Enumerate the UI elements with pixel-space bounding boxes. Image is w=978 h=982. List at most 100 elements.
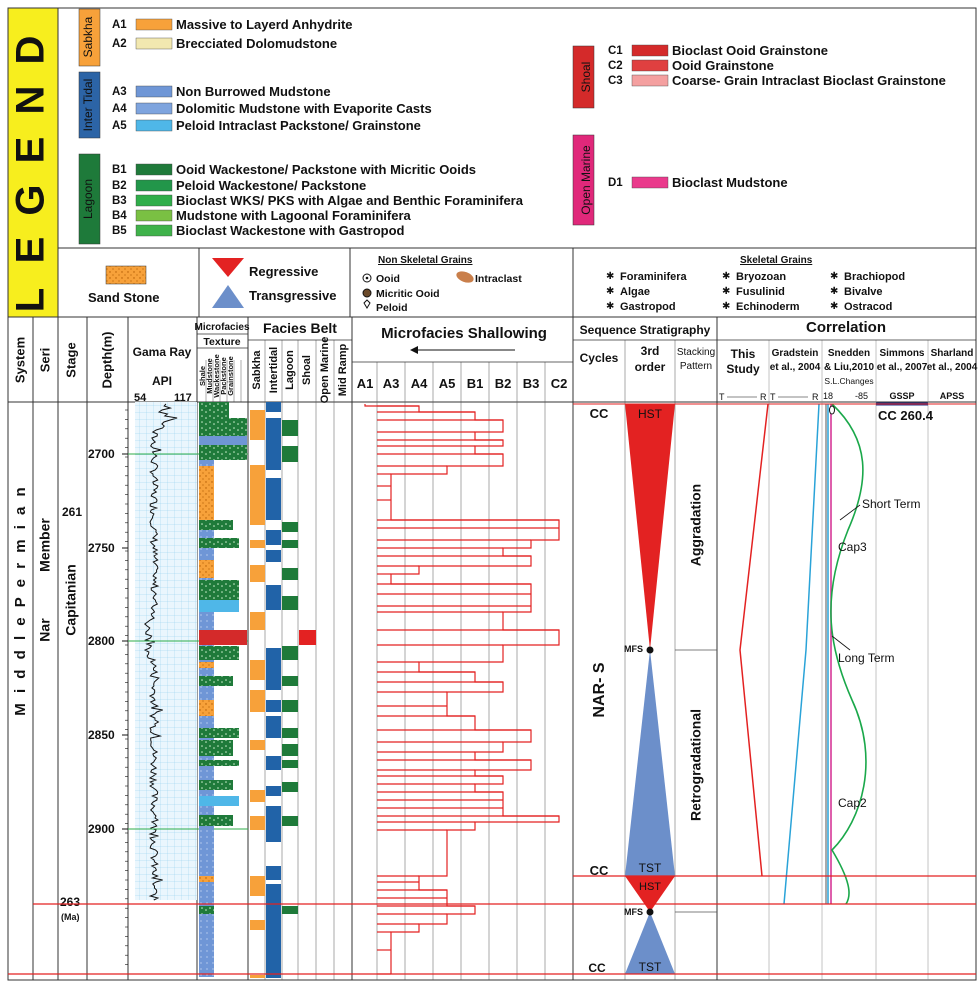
stacking-header: Stacking: [677, 347, 715, 358]
belt-lagoon: [282, 816, 298, 826]
legend-item-code: D1: [608, 177, 623, 189]
legend-item-swatch: [631, 176, 669, 189]
system-value: M i d d l e P e r m i a n: [12, 484, 29, 715]
legend-item-swatch: [135, 179, 173, 192]
belt-intertidal: [266, 884, 281, 978]
skeletal-icon: ✱: [830, 301, 838, 312]
belt-label: Open Marine: [319, 337, 331, 404]
shallow-code: B2: [495, 376, 512, 391]
legend-item-swatch: [631, 74, 669, 87]
belt-lagoon: [282, 568, 298, 580]
tst-triangle: [625, 650, 675, 876]
microfacies-block: [199, 402, 229, 418]
belt-intertidal: [266, 756, 281, 770]
legend-item-code: B3: [112, 195, 127, 207]
api-max: 117: [174, 392, 192, 404]
gamma-ray-curve: [143, 403, 178, 901]
belt-label: Mid Ramp: [337, 343, 349, 396]
skeletal-icon: ✱: [722, 271, 730, 282]
t-label: T: [770, 392, 776, 402]
microfacies-block: [199, 662, 214, 668]
ooid-icon: [362, 273, 372, 283]
sl-changes: S.L.Changes: [824, 376, 873, 386]
legend-item-swatch: [135, 102, 173, 115]
non-skeletal-title: Non Skeletal Grains: [378, 255, 473, 266]
skeletal-icon: ✱: [606, 271, 614, 282]
legend-item-label: Peloid Intraclast Packstone/ Grainstone: [176, 118, 421, 133]
legend-item-label: Mudstone with Lagoonal Foraminifera: [176, 208, 412, 223]
belt-sabkha: [250, 410, 265, 440]
legend-item-label: Ooid Grainstone: [672, 58, 774, 73]
legend-group-bar: [572, 45, 595, 109]
shallow-code: A5: [439, 376, 456, 391]
belt-intertidal: [266, 866, 281, 880]
skeletal-label: Gastropod: [620, 301, 676, 313]
depth-tick-label: 2750: [88, 541, 115, 555]
microfacies-block: [199, 580, 239, 600]
age-top: 261: [62, 505, 82, 519]
legend-item-code: A3: [112, 86, 127, 98]
corr-source: et al., 2004: [770, 362, 821, 373]
legend-item-label: Bioclast Wackestone with Gastropod: [176, 223, 405, 238]
microfacies-block: [199, 560, 214, 578]
legend-group-name: Inter Tidal: [81, 79, 95, 132]
age-bottom: 263: [60, 895, 80, 909]
gradstein-curve: [783, 403, 820, 905]
microfacies-block: [199, 538, 239, 548]
correlation-header: Correlation: [806, 319, 886, 336]
texture-label: Shale: [198, 366, 207, 386]
depth-tick-label: 2700: [88, 447, 115, 461]
system-header: System: [12, 337, 27, 383]
peloid-label: Peloid: [376, 302, 408, 314]
cycles-header: Cycles: [580, 351, 619, 365]
cc-middle: CC: [590, 863, 609, 878]
retrogradational-label: Retrogradational: [688, 709, 704, 821]
mfs-label-lower: MFS: [624, 907, 643, 917]
microfacies-shallowing-column: [364, 404, 560, 975]
banner-letter: G: [9, 184, 53, 215]
t-label: T: [719, 392, 725, 402]
legend-item-label: Dolomitic Mudstone with Evaporite Casts: [176, 101, 432, 116]
legend-item-swatch: [135, 85, 173, 98]
legend-item-code: A1: [112, 19, 127, 31]
age-unit: (Ma): [61, 912, 80, 922]
skeletal-label: Bivalve: [844, 286, 883, 298]
belt-lagoon: [282, 700, 298, 712]
legend-item-swatch: [135, 224, 173, 237]
api-min: 54: [134, 392, 147, 404]
legend-item-label: Massive to Layerd Anhydrite: [176, 17, 353, 32]
legend-item-swatch: [135, 18, 173, 31]
corr-source: Gradstein: [772, 348, 819, 359]
belt-intertidal: [266, 478, 281, 520]
corr-study: Study: [726, 362, 760, 376]
sl-min: 18: [823, 391, 833, 401]
microfacies-block: [199, 906, 214, 914]
microfacies-block: [199, 520, 233, 530]
legend-item-code: B2: [112, 180, 127, 192]
microfacies-block: [199, 796, 239, 806]
member-value: Member: [37, 518, 53, 572]
belt-shoal: [299, 630, 316, 645]
belt-lagoon: [282, 782, 298, 792]
belt-intertidal: [266, 418, 281, 470]
skeletal-icon: ✱: [722, 301, 730, 312]
belt-lagoon: [282, 676, 298, 686]
belt-intertidal: [266, 402, 281, 412]
skeletal-label: Ostracod: [844, 301, 892, 313]
legend-item-code: A4: [112, 103, 127, 115]
tst-triangle-lower: [625, 912, 675, 974]
r-label: R: [760, 392, 767, 402]
skeletal-label: Echinoderm: [736, 301, 800, 313]
legend-item-swatch: [135, 163, 173, 176]
stage-value: Capitanian: [63, 564, 79, 636]
legend-item-label: Bioclast Ooid Grainstone: [672, 43, 828, 58]
texture-header: Texture: [203, 336, 240, 348]
skeletal-title: Skeletal Grains: [740, 255, 813, 266]
apss-label: APSS: [940, 391, 965, 401]
gamma-grid: [135, 402, 197, 900]
legend-item-label: Peloid Wackestone/ Packstone: [176, 178, 366, 193]
cc-bottom: CC: [588, 961, 606, 975]
aggradation-label: Aggradation: [688, 484, 704, 566]
belt-sabkha: [250, 612, 265, 630]
